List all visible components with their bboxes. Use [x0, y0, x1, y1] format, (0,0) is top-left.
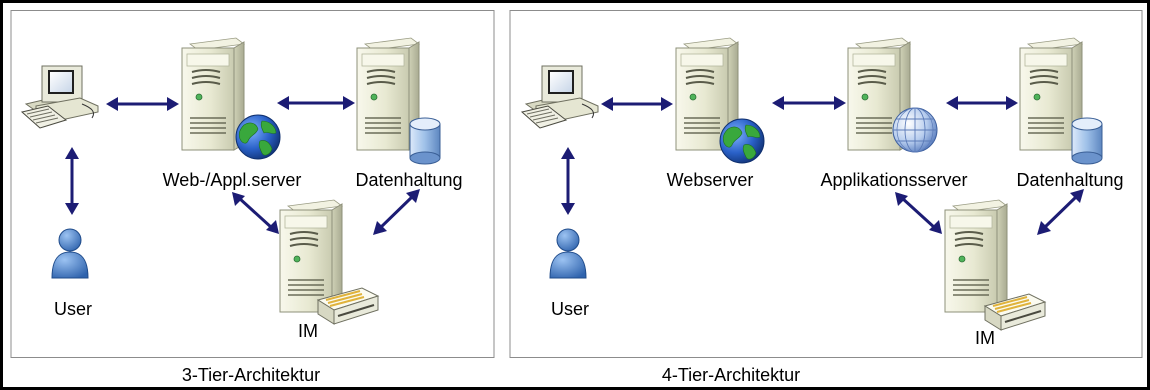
- caption-3-tier: 3-Tier-Architektur: [182, 365, 320, 385]
- database-icon: [1071, 117, 1103, 165]
- label-im: IM: [298, 321, 318, 341]
- label-datenhaltung: Datenhaltung: [1016, 170, 1123, 190]
- label-datenhaltung: Datenhaltung: [355, 170, 462, 190]
- label-user: User: [54, 299, 92, 319]
- panel-3-tier: Web-/Appl.server Datenhaltung User IM: [10, 10, 495, 358]
- panel-4-tier: Webserver Applikationsserver Datenhaltun…: [509, 10, 1143, 358]
- caption-4-tier: 4-Tier-Architektur: [662, 365, 800, 385]
- globe-icon: [235, 114, 281, 160]
- server-tower-icon: [944, 199, 1008, 313]
- label-user: User: [551, 299, 589, 319]
- label-im: IM: [975, 328, 995, 348]
- label-applikationsserver: Applikationsserver: [820, 170, 967, 190]
- connection-arrows: [65, 96, 420, 235]
- database-icon: [409, 117, 441, 165]
- wireframe-globe-icon: [892, 107, 938, 153]
- server-tower-icon: [279, 199, 343, 313]
- label-webserver: Webserver: [667, 170, 754, 190]
- server-tower-icon: [181, 37, 245, 151]
- connection-arrows: [561, 96, 1084, 235]
- globe-icon: [719, 118, 765, 164]
- label-web-appl-server: Web-/Appl.server: [163, 170, 302, 190]
